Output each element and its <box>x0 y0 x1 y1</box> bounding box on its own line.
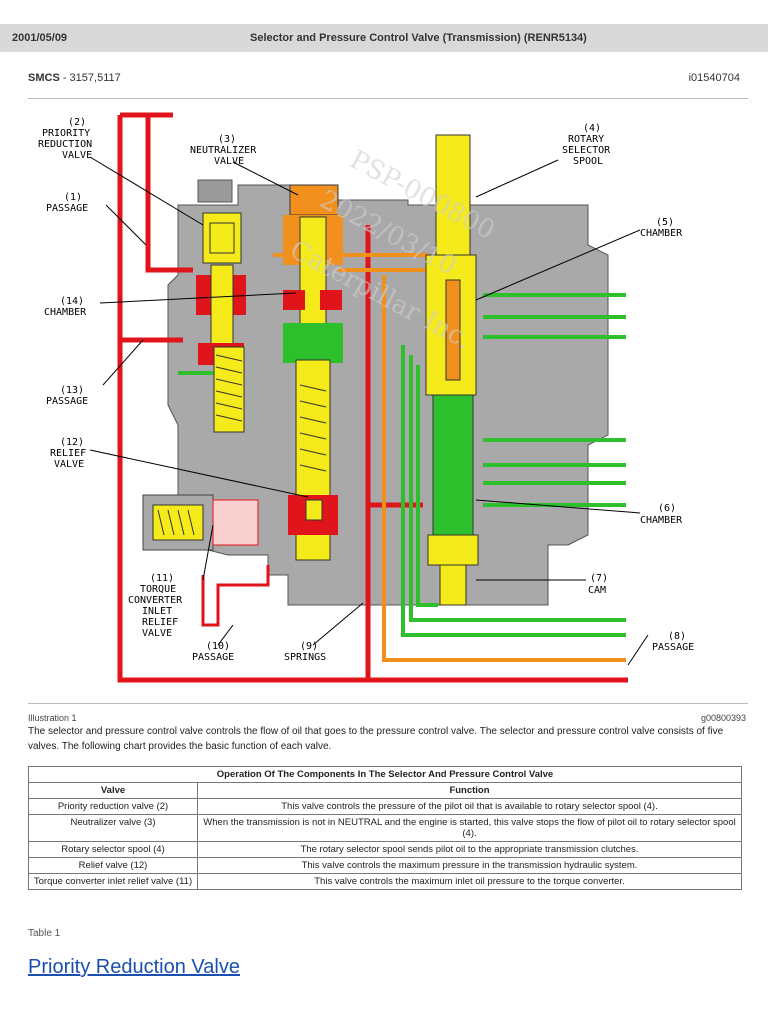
callout-neutralizer-valve: (3) NEUTRALIZER VALVE <box>190 134 257 167</box>
callout-cam: (7) CAM <box>588 573 608 596</box>
svg-text:(7): (7) <box>590 573 608 584</box>
rotary-selector-spool <box>425 134 479 606</box>
callout-priority-reduction-valve: (2) PRIORITY REDUCTION VALVE <box>38 117 92 161</box>
svg-text:(10): (10) <box>206 641 230 652</box>
callout-passage-10: (10) PASSAGE <box>192 641 234 663</box>
svg-text:(13): (13) <box>60 385 84 396</box>
svg-text:INLET: INLET <box>142 606 172 617</box>
illustration-reference: g00800393 <box>700 713 746 723</box>
callout-passage-13: (13) PASSAGE <box>46 385 88 407</box>
svg-text:(14): (14) <box>60 296 84 307</box>
table-row: Rotary selector spool (4) The rotary sel… <box>28 841 742 858</box>
svg-text:RELIEF: RELIEF <box>50 448 86 459</box>
table-row: Relief valve (12) This valve controls th… <box>28 857 742 874</box>
table-cell: Neutralizer valve (3) <box>28 814 198 842</box>
svg-text:PASSAGE: PASSAGE <box>46 203 88 214</box>
torque-converter-inlet-relief-valve <box>142 494 270 627</box>
header-title: Selector and Pressure Control Valve (Tra… <box>250 32 587 44</box>
valve-schematic-diagram: PSP-000800 2022/03/10 Caterpillar Inc. (… <box>38 112 694 683</box>
svg-text:CHAMBER: CHAMBER <box>640 515 683 526</box>
valve-body-housing <box>167 179 609 606</box>
column-header-function: Function <box>197 782 742 799</box>
table-title: Operation Of The Components In The Selec… <box>28 766 742 783</box>
svg-text:(3): (3) <box>218 134 236 145</box>
smcs-value: - 3157,5117 <box>59 72 121 84</box>
callout-chamber-5: (5) CHAMBER <box>640 217 683 239</box>
table-cell: This valve controls the maximum inlet oi… <box>197 873 742 890</box>
table-row: Torque converter inlet relief valve (11)… <box>28 873 742 890</box>
svg-text:SELECTOR: SELECTOR <box>562 145 611 156</box>
svg-text:PASSAGE: PASSAGE <box>192 652 234 663</box>
callout-rotary-selector-spool: (4) ROTARY SELECTOR SPOOL <box>562 123 611 167</box>
callout-relief-valve: (12) RELIEF VALVE <box>50 437 86 470</box>
callout-springs: (9) SPRINGS <box>284 641 326 663</box>
operation-table: Operation Of The Components In The Selec… <box>28 766 742 890</box>
svg-text:TORQUE: TORQUE <box>140 584 176 595</box>
table-row: Priority reduction valve (2) This valve … <box>28 798 742 815</box>
svg-text:VALVE: VALVE <box>142 628 172 639</box>
table-cell: Torque converter inlet relief valve (11) <box>28 873 198 890</box>
svg-text:ROTARY: ROTARY <box>568 134 604 145</box>
table-cell: This valve controls the pressure of the … <box>197 798 742 815</box>
svg-text:RELIEF: RELIEF <box>142 617 178 628</box>
table-cell: This valve controls the maximum pressure… <box>197 857 742 874</box>
neutralizer-valve <box>283 184 343 561</box>
svg-text:(12): (12) <box>60 437 84 448</box>
priority-reduction-valve <box>196 212 246 433</box>
svg-text:CAM: CAM <box>588 585 606 596</box>
table-cell: Rotary selector spool (4) <box>28 841 198 858</box>
callout-chamber-6: (6) CHAMBER <box>640 503 683 526</box>
callout-leaders <box>89 156 649 666</box>
svg-text:CHAMBER: CHAMBER <box>44 307 87 318</box>
table-cell: When the transmission is not in NEUTRAL … <box>197 814 742 842</box>
svg-text:SPOOL: SPOOL <box>573 156 603 167</box>
table-caption: Table 1 <box>28 928 61 939</box>
svg-text:PASSAGE: PASSAGE <box>652 642 694 653</box>
svg-text:PRIORITY: PRIORITY <box>42 128 90 139</box>
svg-text:(11): (11) <box>150 573 174 584</box>
callout-passage-1: (1) PASSAGE <box>46 192 88 214</box>
svg-text:NEUTRALIZER: NEUTRALIZER <box>190 145 257 156</box>
table-cell: The rotary selector spool sends pilot oi… <box>197 841 742 858</box>
divider <box>28 703 748 704</box>
green-clutch-passages <box>178 293 626 637</box>
divider <box>28 98 748 99</box>
svg-text:CHAMBER: CHAMBER <box>640 228 683 239</box>
callout-chamber-14: (14) CHAMBER <box>44 296 87 318</box>
header-date: 2001/05/09 <box>12 32 68 44</box>
svg-text:PASSAGE: PASSAGE <box>46 396 88 407</box>
callout-torque-converter-inlet-relief-valve: (11) TORQUE CONVERTER INLET RELIEF VALVE <box>128 573 183 639</box>
svg-text:REDUCTION: REDUCTION <box>38 139 92 150</box>
table-cell: Priority reduction valve (2) <box>28 798 198 815</box>
svg-text:(8): (8) <box>668 631 686 642</box>
svg-text:CONVERTER: CONVERTER <box>128 595 183 606</box>
table-row: Neutralizer valve (3) When the transmiss… <box>28 814 742 842</box>
table-cell: Relief valve (12) <box>28 857 198 874</box>
svg-text:(5): (5) <box>656 217 674 228</box>
document-id: i01540704 <box>688 72 740 84</box>
svg-text:VALVE: VALVE <box>62 150 92 161</box>
svg-text:(2): (2) <box>68 117 86 128</box>
callout-passage-8: (8) PASSAGE <box>652 631 694 653</box>
smcs-line: SMCS - 3157,5117 <box>28 72 121 84</box>
page-header-bar: 2001/05/09 Selector and Pressure Control… <box>0 24 768 52</box>
svg-text:(6): (6) <box>658 503 676 514</box>
smcs-label: SMCS <box>28 72 60 84</box>
illustration-caption: Illustration 1 <box>28 713 77 723</box>
svg-text:VALVE: VALVE <box>54 459 84 470</box>
svg-text:SPRINGS: SPRINGS <box>284 652 326 663</box>
svg-text:(4): (4) <box>583 123 601 134</box>
body-paragraph: The selector and pressure control valve … <box>28 726 724 752</box>
column-header-valve: Valve <box>28 782 198 799</box>
svg-text:(9): (9) <box>300 641 318 652</box>
svg-text:(1): (1) <box>64 192 82 203</box>
svg-text:VALVE: VALVE <box>214 156 244 167</box>
section-link-priority-reduction-valve[interactable]: Priority Reduction Valve <box>28 956 240 978</box>
